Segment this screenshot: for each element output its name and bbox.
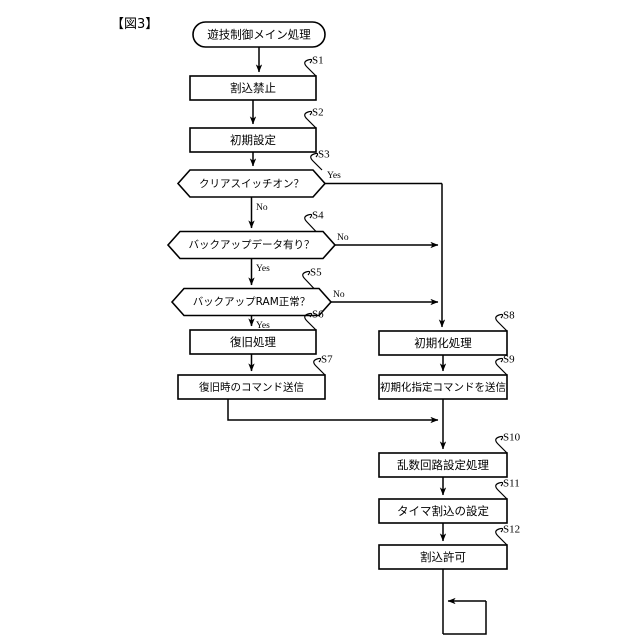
step-label-s10: S10: [503, 432, 521, 444]
s3-label: クリアスイッチオン？: [199, 178, 304, 190]
s1-label: 割込禁止: [230, 81, 276, 95]
s7-label: 復旧時のコマンド送信: [199, 381, 304, 394]
leader-s2: [304, 110, 317, 129]
leader-s4: [304, 213, 317, 232]
step-label-s9: S9: [503, 354, 515, 366]
branch-label-s5-yes: Yes: [256, 321, 270, 331]
step-label-s11: S11: [503, 478, 520, 490]
node-s2[interactable]: 初期設定: [189, 127, 317, 153]
leader-s7: [313, 357, 326, 376]
node-s3[interactable]: クリアスイッチオン？: [176, 169, 327, 198]
node-s10[interactable]: 乱数回路設定処理: [378, 452, 508, 478]
s10-label: 乱数回路設定処理: [397, 458, 489, 472]
figure-number-label: 【図3】: [111, 17, 159, 32]
s8-process-shape: [378, 330, 508, 356]
leader-s10: [495, 435, 508, 454]
leader-s9: [495, 357, 508, 376]
start-terminator-label: 遊技制御メイン処理: [207, 28, 311, 42]
s9-process-shape: [378, 374, 508, 400]
s7-process-shape: [177, 374, 326, 400]
node-s11[interactable]: タイマ割込の設定: [378, 498, 508, 524]
node-s9[interactable]: 初期化指定コマンドを送信: [378, 374, 508, 400]
step-label-s3: S3: [318, 149, 330, 161]
branch-label-s5-no: No: [333, 290, 345, 300]
edge-s7-to-s10-trunk: [227, 399, 439, 424]
s2-process-shape: [189, 127, 317, 153]
s9-label: 初期化指定コマンドを送信: [380, 381, 506, 394]
branch-label-s4-yes: Yes: [256, 264, 270, 274]
s11-label: タイマ割込の設定: [397, 504, 489, 518]
node-s4[interactable]: バックアップデータ有り？: [166, 230, 337, 260]
node-s12[interactable]: 割込許可: [378, 544, 508, 570]
s12-label: 割込許可: [420, 550, 466, 564]
s12-process-shape: [378, 544, 508, 570]
step-label-s4: S4: [312, 210, 324, 222]
s4-label: バックアップデータ有り？: [189, 238, 315, 251]
s5-label: バックアップRAM正常？: [193, 295, 311, 308]
s6-process-shape: [189, 329, 317, 355]
s2-label: 初期設定: [230, 133, 276, 147]
leader-s5: [302, 270, 315, 289]
s11-process-shape: [378, 498, 508, 524]
s6-label: 復旧処理: [230, 335, 276, 349]
step-label-s7: S7: [321, 354, 333, 366]
step-label-s2: S2: [312, 107, 324, 119]
branch-label-s3-no: No: [256, 203, 268, 213]
node-s5[interactable]: バックアップRAM正常？: [170, 287, 333, 317]
step-label-s6: S6: [312, 309, 324, 321]
step-label-s12: S12: [503, 524, 520, 536]
leader-s12: [495, 527, 508, 546]
branch-label-s3-yes: Yes: [327, 171, 341, 181]
node-s1[interactable]: 割込禁止: [189, 75, 317, 101]
node-s7[interactable]: 復旧時のコマンド送信: [177, 374, 326, 400]
leader-s8: [495, 313, 508, 332]
step-label-s8: S8: [503, 310, 515, 322]
s10-process-shape: [378, 452, 508, 478]
node-s6[interactable]: 復旧処理: [189, 329, 317, 355]
loop-return-line: [443, 601, 487, 635]
node-start[interactable]: 遊技制御メイン処理: [192, 21, 326, 48]
leader-s11: [495, 481, 508, 500]
leader-s1: [304, 58, 317, 77]
leader-s6: [304, 312, 317, 331]
step-label-s1: S1: [312, 55, 324, 67]
branch-label-s4-no: No: [337, 233, 349, 243]
leader-s3: [310, 152, 323, 171]
step-label-s5: S5: [310, 267, 322, 279]
node-s8[interactable]: 初期化処理: [378, 330, 508, 356]
s8-label: 初期化処理: [414, 336, 472, 350]
